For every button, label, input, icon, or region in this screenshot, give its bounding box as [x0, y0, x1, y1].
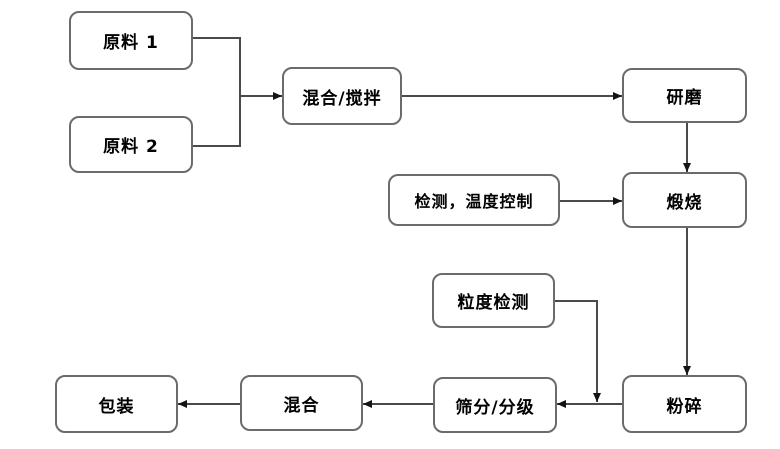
node-sieve-classify: 筛分/分级	[433, 377, 557, 433]
node-raw-material-1: 原料 1	[69, 11, 193, 70]
node-crush: 粉碎	[622, 375, 747, 433]
node-calcine: 煅烧	[622, 172, 747, 228]
edge-particle-to-sieve-line	[555, 300, 601, 402]
node-particle-size-test: 粒度检测	[432, 273, 555, 328]
node-grind: 研磨	[622, 68, 747, 123]
edge-raw1-to-mix	[193, 37, 282, 100]
edge-raw2-to-junction	[193, 96, 241, 147]
node-mix-stir: 混合/搅拌	[282, 67, 402, 125]
node-raw-material-2: 原料 2	[69, 116, 193, 173]
node-detect-temp-control: 检测，温度控制	[388, 174, 560, 226]
node-pack: 包装	[55, 375, 178, 433]
node-mix: 混合	[240, 375, 363, 431]
